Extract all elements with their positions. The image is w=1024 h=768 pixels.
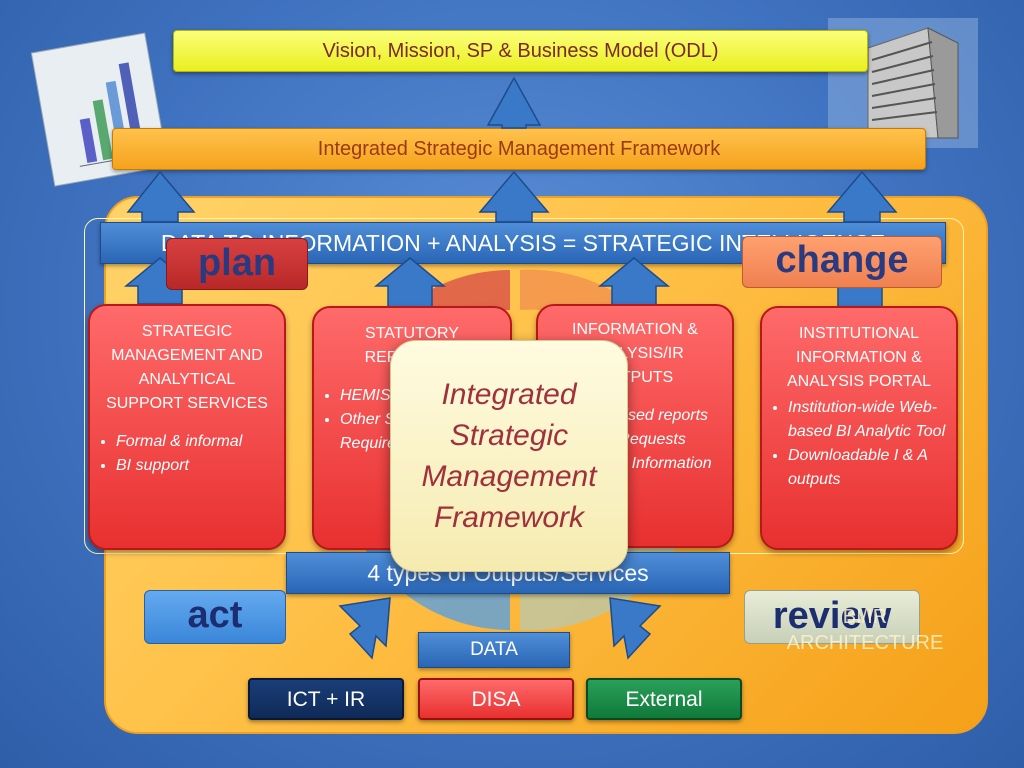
data-arrows xyxy=(338,597,662,660)
card-title: INSTITUTIONAL INFORMATION & ANALYSIS POR… xyxy=(786,325,932,390)
data-label: DATA xyxy=(418,632,570,668)
vision-mission-bar: Vision, Mission, SP & Business Model (OD… xyxy=(173,30,868,72)
external-source: External xyxy=(586,678,742,720)
arrows-up-top xyxy=(126,76,898,223)
ismf-bar: Integrated Strategic Management Framewor… xyxy=(112,128,926,170)
card-bullet: HEMIS xyxy=(340,384,500,408)
architecture-label: BI/IR ARCHITECTURE xyxy=(786,606,944,654)
card-title: STRATEGIC MANAGEMENT AND ANALYTICAL SUPP… xyxy=(106,323,268,412)
building-image xyxy=(828,18,978,148)
card-bullet: Downloadable I & A outputs xyxy=(788,444,946,492)
card-title: INFORMATION & ANALYSIS/IR OUTPUTS xyxy=(572,321,698,386)
ismf-center-title: Integrated Strategic Management Framewor… xyxy=(421,378,597,534)
change-label: change xyxy=(742,236,942,288)
ismf-center-box: Integrated Strategic Management Framewor… xyxy=(390,340,628,572)
card-bullet: BI support xyxy=(116,454,274,478)
card-bullet: Formal & informal xyxy=(116,430,274,454)
disa-source: DISA xyxy=(418,678,574,720)
ict-ir-source: ICT + IR xyxy=(248,678,404,720)
act-label: act xyxy=(144,590,286,644)
review-label: review xyxy=(744,590,920,644)
service-card-strategic: STRATEGIC MANAGEMENT AND ANALYTICAL SUPP… xyxy=(88,304,286,550)
plan-label: plan xyxy=(166,238,308,290)
card-bullet: Institution-wide Web-based BI Analytic T… xyxy=(788,396,946,444)
service-card-portal: INSTITUTIONAL INFORMATION & ANALYSIS POR… xyxy=(760,306,958,550)
